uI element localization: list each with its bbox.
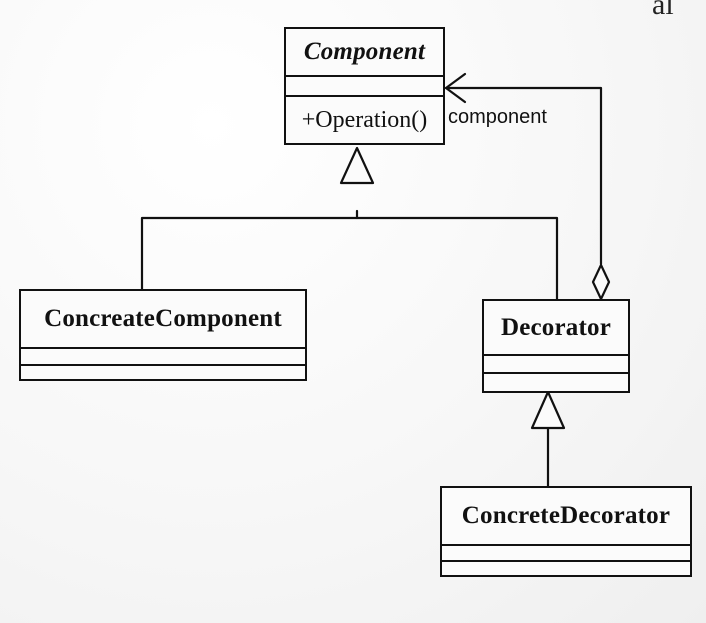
component-class: Component +Operation() <box>284 27 445 145</box>
concrete-component-class: ConcreateComponent <box>19 289 307 381</box>
decorator-attributes-compartment <box>484 356 628 374</box>
concrete-decorator-attributes-compartment <box>442 546 690 562</box>
association-role-label: component <box>448 106 547 128</box>
component-attributes-compartment <box>286 77 443 97</box>
top-right-text-fragment: al <box>652 0 674 21</box>
aggregation-diamond <box>591 263 611 301</box>
concrete-decorator-class-name: ConcreteDecorator <box>442 488 690 546</box>
decorator-operations-compartment <box>484 374 628 391</box>
decorator-generalization-arrowhead <box>530 390 566 430</box>
component-operation: +Operation() <box>301 106 428 133</box>
concrete-component-operations-compartment <box>21 366 305 379</box>
concrete-component-class-name: ConcreateComponent <box>21 291 305 349</box>
decorator-class: Decorator <box>482 299 630 393</box>
concrete-decorator-class: ConcreteDecorator <box>440 486 692 577</box>
concrete-component-attributes-compartment <box>21 349 305 366</box>
concrete-decorator-operations-compartment <box>442 562 690 575</box>
navigable-association-arrowhead <box>444 72 467 104</box>
decorator-class-name: Decorator <box>484 301 628 356</box>
concrete-component-generalization-line <box>140 209 359 292</box>
component-class-name: Component <box>286 29 443 77</box>
decorator-generalization-line <box>355 216 559 302</box>
component-generalization-arrowhead <box>339 146 375 185</box>
